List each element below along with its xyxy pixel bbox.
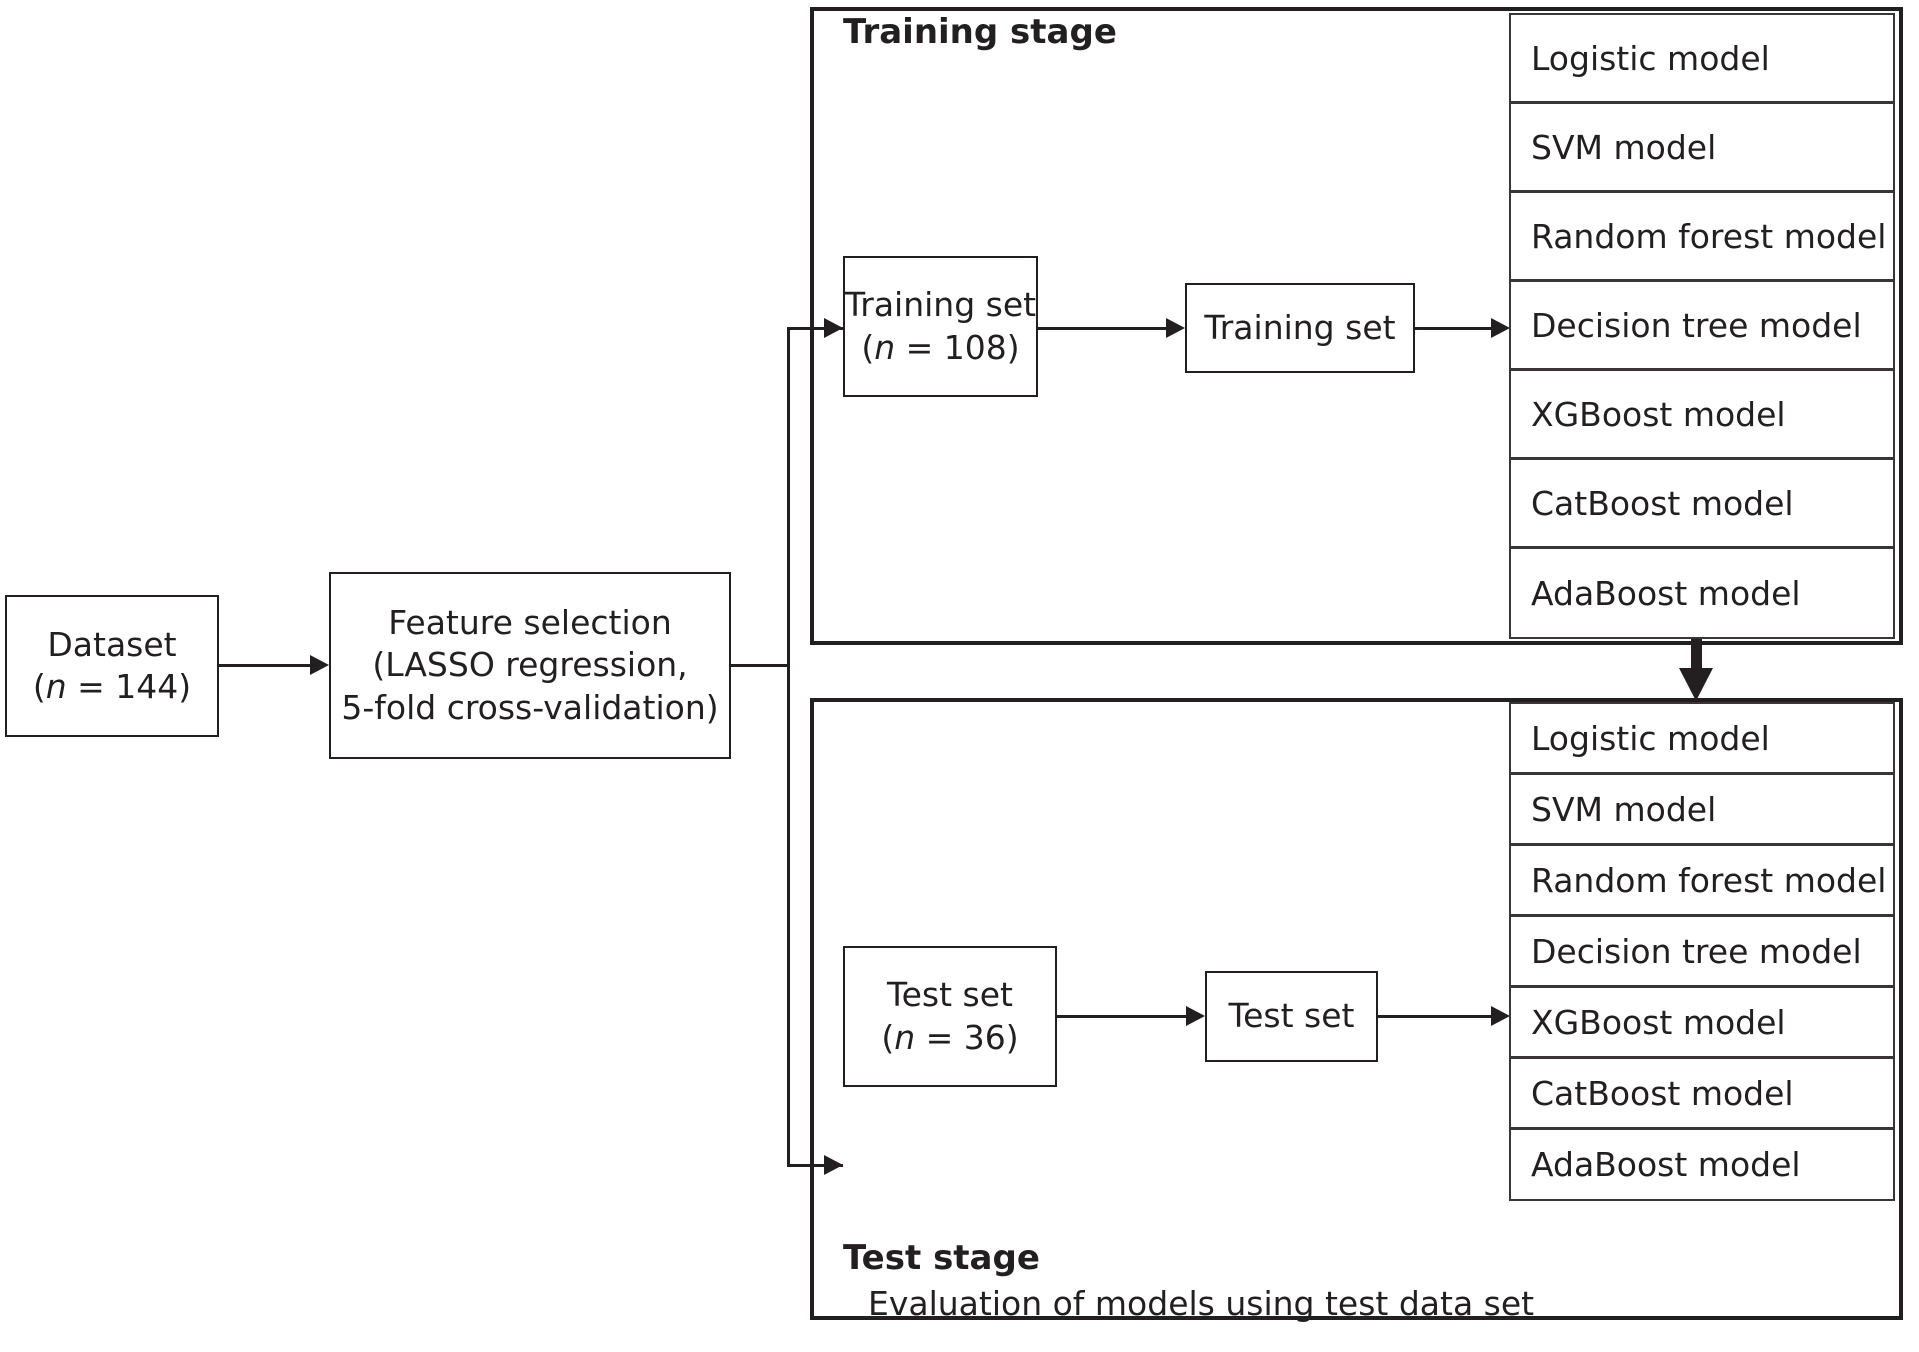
model-label: XGBoost model <box>1531 1002 1786 1042</box>
arrowhead-dataset-to-feature <box>310 655 329 675</box>
model-label: Logistic model <box>1531 38 1770 78</box>
dataset-label-line1: Dataset <box>47 624 177 664</box>
connector-training-split-to-feed <box>1038 327 1168 330</box>
model-label: CatBoost model <box>1531 1073 1794 1113</box>
arrowhead-test-split-to-feed <box>1186 1006 1205 1026</box>
model-cell-xgboost[interactable]: XGBoost model <box>1509 986 1895 1058</box>
split-bus-vertical <box>787 327 790 1167</box>
model-label: AdaBoost model <box>1531 1145 1801 1184</box>
arrowhead-training-split-to-feed <box>1166 318 1185 338</box>
node-dataset: Dataset (n = 144) <box>5 595 219 737</box>
model-label: SVM model <box>1531 127 1717 167</box>
training-stage-title: Training stage <box>843 12 1117 52</box>
node-feature-selection: Feature selection (LASSO regression, 5-f… <box>329 572 731 759</box>
model-cell-logistic[interactable]: Logistic model <box>1509 13 1895 103</box>
arrowhead-test-feed-to-models <box>1491 1006 1510 1026</box>
arrowhead-bus-to-test-set <box>824 1155 843 1175</box>
feature-selection-line3: 5-fold cross-validation) <box>341 687 719 727</box>
model-label: XGBoost model <box>1531 394 1786 434</box>
model-label: Random forest model <box>1531 216 1887 256</box>
model-cell-catboost[interactable]: CatBoost model <box>1509 458 1895 548</box>
feature-selection-line2: (LASSO regression, <box>372 645 688 685</box>
model-cell-svm[interactable]: SVM model <box>1509 102 1895 192</box>
dataset-label-line2: (n = 144) <box>32 667 192 706</box>
test-set-split-line1: Test set <box>887 975 1013 1015</box>
model-cell-decision-tree[interactable]: Decision tree model <box>1509 915 1895 987</box>
connector-test-feed-to-models <box>1378 1015 1493 1018</box>
connector-training-feed-to-models <box>1415 327 1493 330</box>
training-set-split-line2: (n = 108) <box>861 327 1020 367</box>
model-cell-random-forest[interactable]: Random forest model <box>1509 191 1895 281</box>
connector-bus-to-test-set <box>787 1164 843 1167</box>
arrowhead-training-to-test-stage <box>1679 668 1713 701</box>
test-set-split-line2: (n = 36) <box>881 1017 1019 1057</box>
model-cell-logistic[interactable]: Logistic model <box>1509 702 1895 774</box>
test-set-feed-label: Test set <box>1228 996 1355 1036</box>
model-label: Decision tree model <box>1531 305 1862 345</box>
model-label: Random forest model <box>1531 860 1887 900</box>
connector-bus-to-training-set <box>787 327 843 330</box>
model-label: SVM model <box>1531 789 1717 829</box>
training-set-split-line1: Training set <box>844 285 1037 325</box>
model-label: Logistic model <box>1531 718 1770 758</box>
node-training-set-feed: Training set <box>1185 283 1415 373</box>
model-cell-adaboost[interactable]: AdaBoost model <box>1509 547 1895 639</box>
node-training-set-split: Training set (n = 108) <box>843 256 1038 397</box>
node-test-set-split: Test set (n = 36) <box>843 946 1057 1087</box>
test-stage-title: Test stage <box>843 1238 1040 1278</box>
test-model-list: Logistic model SVM model Random forest m… <box>1509 702 1895 1201</box>
model-label: CatBoost model <box>1531 483 1794 523</box>
arrowhead-bus-to-training-set <box>824 318 843 338</box>
node-test-set-feed: Test set <box>1205 971 1378 1062</box>
connector-dataset-to-feature <box>219 664 311 667</box>
model-cell-random-forest[interactable]: Random forest model <box>1509 844 1895 916</box>
model-cell-xgboost[interactable]: XGBoost model <box>1509 369 1895 459</box>
model-cell-svm[interactable]: SVM model <box>1509 773 1895 845</box>
connector-feature-to-bus <box>731 664 790 667</box>
model-label: Decision tree model <box>1531 931 1862 971</box>
model-cell-decision-tree[interactable]: Decision tree model <box>1509 280 1895 370</box>
arrowhead-training-feed-to-models <box>1491 318 1510 338</box>
feature-selection-line1: Feature selection <box>388 603 672 643</box>
training-model-list: Logistic model SVM model Random forest m… <box>1509 13 1895 639</box>
connector-test-split-to-feed <box>1057 1015 1188 1018</box>
test-stage-subtitle: Evaluation of models using test data set <box>868 1284 1535 1323</box>
model-label: AdaBoost model <box>1531 573 1801 613</box>
connector-training-to-test-stage <box>1691 639 1702 684</box>
training-stage-frame <box>810 7 1903 645</box>
model-cell-adaboost[interactable]: AdaBoost model <box>1509 1128 1895 1201</box>
model-cell-catboost[interactable]: CatBoost model <box>1509 1057 1895 1129</box>
training-set-feed-label: Training set <box>1204 307 1396 347</box>
test-stage-frame <box>810 698 1903 1320</box>
